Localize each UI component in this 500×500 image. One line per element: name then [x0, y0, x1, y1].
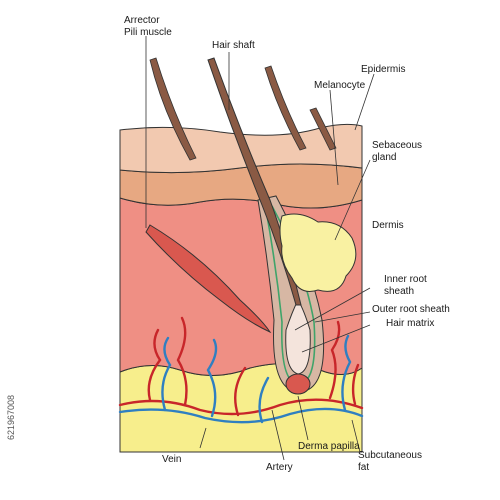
label-sebaceous-2: gland	[372, 152, 396, 163]
label-sebaceous-1: Sebaceous	[372, 140, 422, 151]
label-arrector-1: Arrector	[124, 15, 160, 26]
label-hair-shaft: Hair shaft	[212, 40, 255, 51]
arrector-pili-muscle	[145, 224, 272, 334]
vein-network	[118, 334, 364, 424]
blood-vessels	[118, 316, 364, 424]
hair-matrix	[285, 298, 311, 375]
label-dermis: Dermis	[372, 220, 404, 231]
surface-hair-2	[264, 65, 307, 151]
label-derma-papilla: Derma papilla	[298, 441, 360, 452]
leader-lines	[145, 36, 375, 461]
label-melanocyte: Melanocyte	[314, 80, 366, 91]
label-subcutaneous-2: fat	[358, 462, 369, 473]
hair-follicle	[207, 57, 325, 395]
derma-papilla	[285, 373, 311, 395]
sebaceous-gland	[279, 213, 357, 292]
surface-hairs	[149, 57, 337, 161]
hair-shaft	[207, 57, 302, 306]
labels: Arrector Pili muscle Hair shaft Epidermi…	[124, 15, 450, 473]
label-inner-root-2: sheath	[384, 286, 414, 297]
label-epidermis: Epidermis	[361, 64, 405, 75]
label-vein: Vein	[162, 454, 181, 465]
artery-network	[118, 316, 364, 417]
label-subcutaneous-1: Subcutaneous	[358, 450, 422, 461]
side-id: 621967008	[6, 395, 16, 440]
surface-hair-1	[149, 57, 197, 161]
label-arrector-2: Pili muscle	[124, 27, 172, 38]
label-hair-matrix: Hair matrix	[386, 318, 434, 329]
label-inner-root-1: Inner root	[384, 274, 427, 285]
label-outer-root: Outer root sheath	[372, 304, 450, 315]
surface-hair-3	[309, 107, 337, 151]
label-artery: Artery	[266, 462, 293, 473]
